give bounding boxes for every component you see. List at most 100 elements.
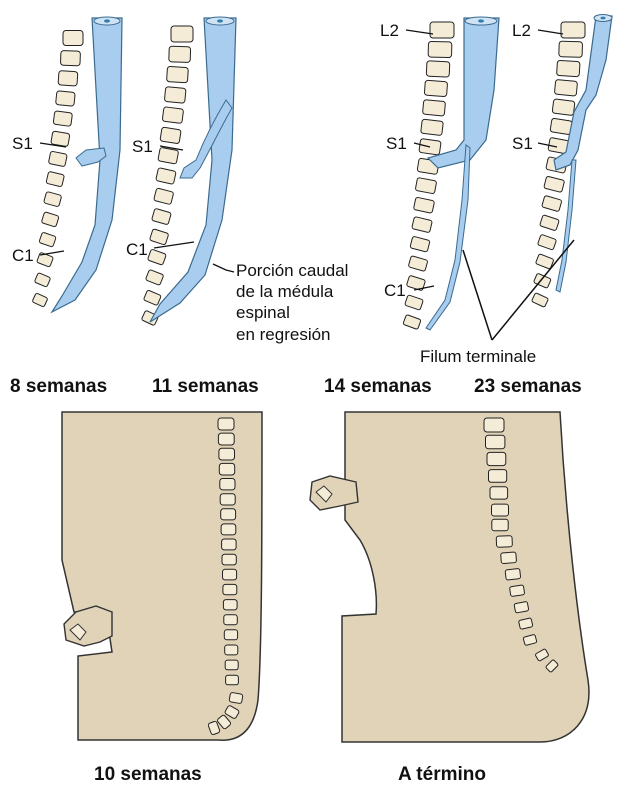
label-s1-11-weeks: S1: [132, 137, 153, 156]
vertebra: [426, 61, 450, 77]
vertebra: [219, 448, 235, 460]
label-c1-14-weeks: C1: [384, 281, 406, 300]
vertebra: [162, 107, 183, 124]
vertebra: [156, 168, 177, 185]
vertebra: [405, 295, 424, 310]
label-s1-14-weeks: S1: [386, 134, 407, 153]
vertebra: [48, 151, 67, 167]
vertebra: [171, 26, 193, 42]
vertebra: [492, 519, 508, 531]
vertebra: [143, 290, 161, 306]
stage-at-term: A término: [310, 412, 589, 785]
vertebra: [540, 215, 560, 231]
label-filum-terminale: Filum terminale: [420, 347, 536, 366]
vertebra: [428, 41, 452, 57]
vertebra: [220, 479, 235, 490]
vertebra: [223, 584, 237, 594]
vertebra: [424, 80, 447, 96]
vertebra: [492, 504, 509, 516]
vertebra: [415, 177, 437, 193]
vertebra: [152, 208, 172, 225]
vertebra: [408, 256, 428, 272]
vertebra: [60, 51, 80, 66]
label-l2-23-weeks: L2: [512, 21, 531, 40]
vertebra: [501, 552, 517, 564]
label-c1-11-weeks: C1: [126, 240, 148, 259]
vertebra: [537, 234, 556, 250]
vertebra: [169, 46, 191, 62]
vertebra: [147, 249, 166, 265]
vertebra: [226, 675, 239, 685]
caption-14-weeks: 14 semanas: [324, 376, 432, 397]
vertebra: [218, 433, 234, 445]
vertebra: [221, 509, 236, 520]
vertebra: [220, 494, 235, 505]
vertebra: [223, 600, 237, 610]
label-s1-8-weeks: S1: [12, 134, 33, 153]
vertebra: [53, 111, 72, 127]
vertebra: [550, 118, 572, 135]
vertebra: [531, 293, 548, 308]
vertebra: [229, 692, 243, 703]
vertebra: [514, 601, 529, 613]
vertebra: [486, 435, 505, 449]
annotation-regression-line-1: Porción caudal: [236, 261, 348, 280]
vertebra: [559, 41, 583, 57]
caption-10-weeks: 10 semanas: [94, 764, 202, 785]
vertebral-column-14-weeks: [403, 22, 454, 330]
vertebra: [224, 615, 238, 625]
vertebra: [218, 418, 234, 430]
label-s1-23-weeks: S1: [512, 134, 533, 153]
vertebra: [222, 539, 237, 550]
stage-10-weeks: 10 semanas: [62, 412, 262, 785]
vertebra: [158, 147, 179, 164]
vertebra: [496, 536, 512, 548]
annotation-regression-line-2: de la médula: [236, 282, 334, 301]
vertebra: [160, 127, 181, 144]
vertebra: [32, 293, 48, 307]
vertebra: [63, 31, 83, 46]
caption-at-term: A término: [398, 764, 486, 785]
vertebra: [219, 463, 234, 475]
vertebra: [225, 660, 238, 670]
vertebra: [403, 314, 421, 329]
vertebra: [554, 80, 577, 97]
vertebra: [46, 171, 65, 187]
vertebra: [34, 273, 50, 288]
vertebra: [489, 470, 507, 483]
vertebra: [149, 229, 168, 245]
vertebra: [421, 119, 444, 135]
vertebra: [422, 100, 445, 116]
vertebra: [561, 22, 585, 38]
vertebra: [505, 568, 521, 580]
vertebral-column-8-weeks: [32, 31, 83, 308]
vertebra: [167, 66, 189, 82]
caption-8-weeks: 8 semanas: [10, 376, 107, 397]
vertebra: [56, 91, 76, 107]
vertebra: [222, 554, 236, 565]
vertebra: [430, 22, 454, 38]
caption-23-weeks: 23 semanas: [474, 376, 582, 397]
vertebra: [164, 87, 186, 104]
stage-11-weeks: S1 C1 Porción caudal de la médula espina…: [126, 17, 348, 344]
label-c1-8-weeks: C1: [12, 246, 34, 265]
vertebra: [39, 232, 56, 247]
caption-11-weeks: 11 semanas: [152, 376, 259, 397]
vertebra: [44, 191, 62, 207]
stage-14-weeks: L2 S1 C1: [380, 17, 499, 330]
annotation-regression-line-3: espinal: [236, 303, 290, 322]
stage-23-weeks: L2 S1: [512, 15, 612, 308]
vertebra: [410, 236, 430, 252]
vertebra: [544, 176, 565, 192]
vertebra: [51, 131, 70, 147]
vertebra: [552, 99, 575, 116]
vertebra: [490, 487, 508, 499]
vertebra: [154, 188, 174, 205]
vertebra: [412, 217, 433, 233]
vertebra: [41, 212, 59, 227]
vertebra: [225, 645, 238, 655]
vertebra: [487, 452, 506, 465]
vertebra: [509, 585, 524, 597]
